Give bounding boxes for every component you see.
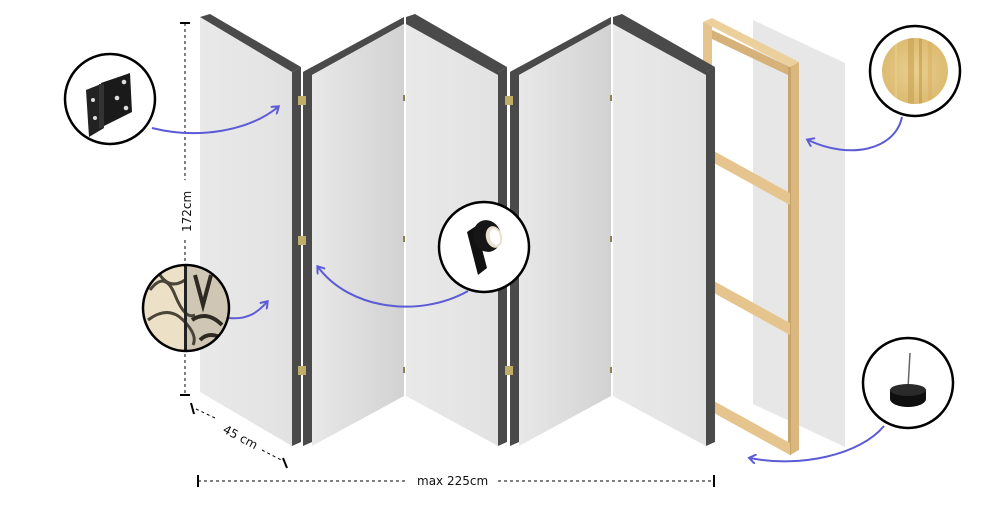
hinge-icon bbox=[298, 366, 306, 375]
panel-2 bbox=[303, 17, 404, 446]
hinge-icon bbox=[86, 73, 132, 137]
wood-grain-icon bbox=[882, 38, 948, 104]
hinge-icon bbox=[505, 366, 513, 375]
hinge-icon bbox=[298, 236, 306, 245]
floor-glide-icon bbox=[890, 352, 926, 407]
hinge-callout bbox=[63, 52, 278, 146]
hinge-icon bbox=[298, 96, 306, 105]
tape-callout bbox=[318, 200, 531, 308]
print-pattern-icon bbox=[141, 263, 231, 353]
tape-roll-icon bbox=[467, 220, 503, 275]
width-dimension: max 225cm bbox=[197, 474, 715, 488]
wood-callout bbox=[808, 24, 962, 152]
height-label: 172cm bbox=[180, 191, 194, 232]
foot-callout bbox=[750, 336, 955, 461]
hinge-icon bbox=[505, 96, 513, 105]
print-callout bbox=[141, 263, 267, 353]
panel-1 bbox=[200, 14, 301, 446]
width-label: max 225cm bbox=[417, 474, 488, 488]
panel-5 bbox=[613, 14, 715, 446]
depth-label: 45 cm bbox=[221, 422, 261, 452]
